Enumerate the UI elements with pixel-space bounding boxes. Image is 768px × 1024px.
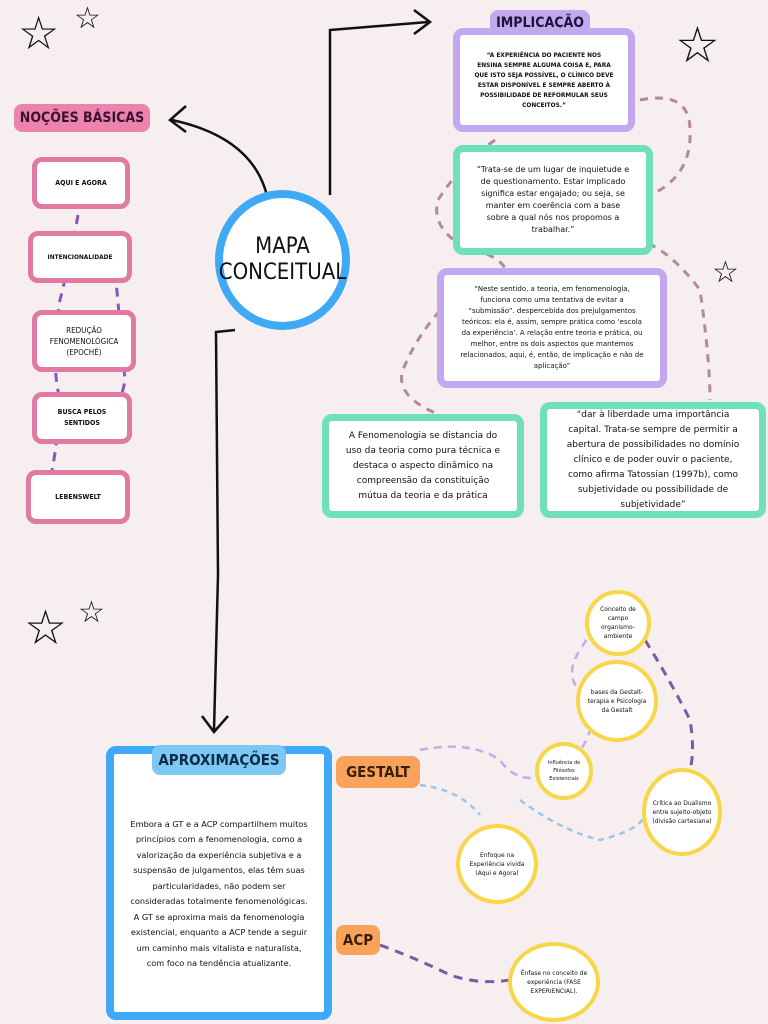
gestalt-circle-experiencia: Enfoque na Experiência vivida (Aqui e Ag… [456, 824, 538, 904]
star-icon: ☆ [675, 16, 720, 74]
implicacao-quote-1: “A EXPERIÊNCIA DO PACIENTE NOS ENSINA SE… [453, 28, 635, 132]
star-icon: ☆ [74, 1, 101, 36]
nocoes-item-lebenswelt: LEBENSWELT [26, 470, 130, 524]
implicacao-quote-3: “Neste sentido, a teoria, em fenomenolog… [437, 268, 667, 388]
acp-label: ACP [336, 925, 380, 955]
aproximacoes-box: Embora a GT e a ACP compartilhem muitos … [106, 746, 332, 1020]
nocoes-item-aqui-e-agora: AQUI E AGORA [32, 157, 130, 209]
center-title-line2: CONCEITUAL [218, 260, 347, 285]
center-title-line1: MAPA [255, 234, 310, 259]
nocoes-item-reducao: REDUÇÃO FENOMENOLÓGICA (EPOCHÉ) [32, 310, 136, 372]
nocoes-item-busca: BUSCA PELOS SENTIDOS [32, 392, 132, 444]
star-icon: ☆ [712, 255, 739, 290]
implicacao-quote-4: A Fenomenologia se distancia do uso da t… [322, 414, 524, 518]
gestalt-label: GESTALT [336, 756, 420, 788]
star-icon: ☆ [18, 6, 60, 60]
implicacao-quote-5: “dar à liberdade uma importância capital… [540, 402, 766, 518]
gestalt-circle-bases: bases da Gestalt-terapia e Psicologia da… [576, 660, 658, 742]
gestalt-circle-campo: Conceito de campo organismo-ambiente [585, 590, 651, 656]
center-circle: MAPA CONCEITUAL [215, 190, 350, 330]
nocoes-item-intencionalidade: INTENCIONALIDADE [28, 231, 132, 283]
gestalt-circle-dualismo: Crítica ao Dualismo entre sujeito-objeto… [642, 768, 722, 856]
star-icon: ☆ [78, 595, 105, 630]
aproximacoes-title: APROXIMAÇÕES [152, 745, 286, 775]
gestalt-circle-filosofos: Influência de Filósofos Existenciais [535, 742, 593, 800]
star-icon: ☆ [24, 600, 68, 656]
acp-circle-experiencial: Ênfase no conceito de experiência (FASE … [508, 942, 600, 1022]
nocoes-title: NOÇÕES BÁSICAS [14, 104, 150, 132]
implicacao-quote-2: “Trata-se de um lugar de inquietude e de… [453, 145, 653, 255]
